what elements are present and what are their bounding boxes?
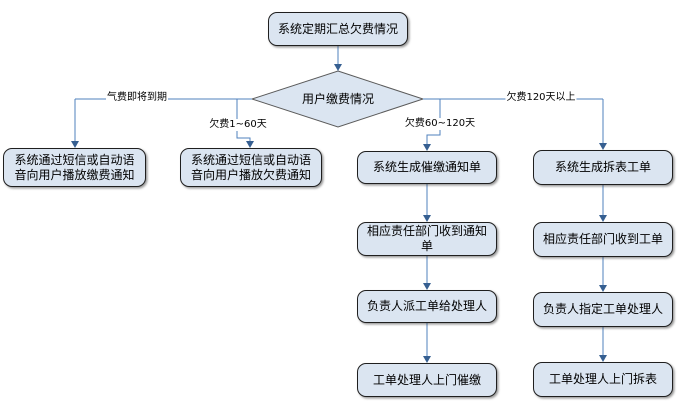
door-collection-node: 工单处理人上门催缴	[357, 363, 497, 397]
notify-arrears-node: 系统通过短信或自动语音向用户播放欠费通知	[180, 148, 322, 187]
designate-handler-node: 负责人指定工单处理人	[533, 292, 673, 327]
dept-receive-order-node: 相应责任部门收到工单	[533, 222, 673, 257]
dispatch-order-to-handler-node: 负责人派工单给处理人	[357, 290, 497, 323]
decision-label: 用户缴费情况	[301, 92, 374, 106]
branch-over-120-days-label: 欠费120天以上	[505, 92, 577, 104]
generate-reminder-notice-node: 系统生成催缴通知单	[357, 151, 497, 184]
branch-1-60-days-label: 欠费1~60天	[208, 119, 268, 131]
decision-diamond-shape	[250, 70, 425, 128]
dept-receive-notice-node: 相应责任部门收到通知单	[357, 222, 497, 256]
branch-60-120-days-label: 欠费60~120天	[403, 118, 477, 130]
branch-due-label: 气费即将到期	[106, 92, 168, 104]
notify-payment-node: 系统通过短信或自动语音向用户播放缴费通知	[3, 148, 146, 187]
start-node: 系统定期汇总欠费情况	[268, 12, 408, 46]
generate-removal-order-node: 系统生成拆表工单	[533, 150, 673, 185]
door-meter-removal-node: 工单处理人上门拆表	[533, 362, 673, 397]
